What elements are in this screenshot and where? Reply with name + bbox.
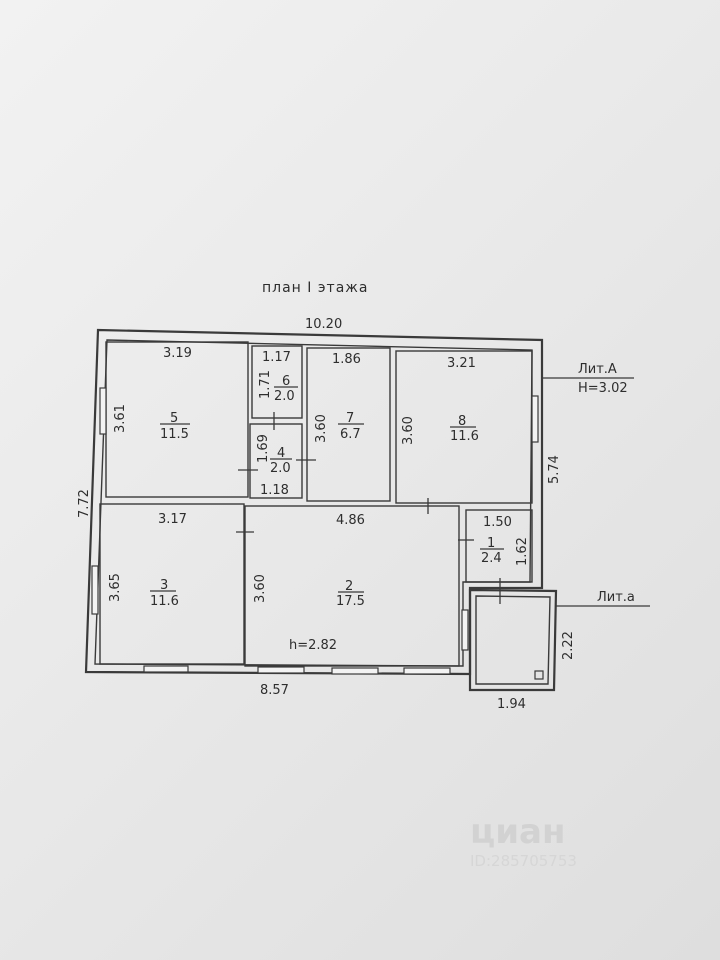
room-8-area: 11.6 xyxy=(450,429,479,444)
room-1-area: 2.4 xyxy=(481,551,502,566)
room-6-area: 2.0 xyxy=(274,389,295,404)
room-7-outline xyxy=(306,347,391,502)
room-5-number: 5 xyxy=(170,411,178,426)
annex-square-icon xyxy=(534,670,544,680)
room-walls xyxy=(99,341,533,667)
room-4-area: 2.0 xyxy=(270,461,291,476)
watermark: циан ID:285705753 xyxy=(470,812,577,870)
dim-annex-height: 2.22 xyxy=(561,631,576,660)
room-5-depth: 3.61 xyxy=(113,404,128,433)
room-1-number: 1 xyxy=(487,536,495,551)
window xyxy=(461,609,469,651)
windows xyxy=(91,387,539,675)
window xyxy=(99,387,107,435)
room-3-number: 3 xyxy=(160,578,168,593)
room-2-area: 17.5 xyxy=(336,594,365,609)
lit-a-callout: Лит.А H=3.02 xyxy=(542,362,634,396)
window xyxy=(403,667,451,675)
room-2-outline xyxy=(244,505,460,667)
room-8-number: 8 xyxy=(458,414,466,429)
lit-a-small-callout: Лит.а xyxy=(556,590,650,607)
room-4-number: 4 xyxy=(277,446,285,461)
room-3-depth: 3.65 xyxy=(108,573,123,602)
room-8-width: 3.21 xyxy=(447,356,476,371)
watermark-id: ID:285705753 xyxy=(470,852,577,870)
room-5-width: 3.19 xyxy=(163,346,192,361)
room-6-width: 1.17 xyxy=(262,350,291,365)
dim-right-upper: 5.74 xyxy=(547,455,562,484)
window xyxy=(331,667,379,675)
lit-a-label: Лит.А xyxy=(578,362,617,377)
plan-title: план I этажа xyxy=(262,280,368,296)
window xyxy=(143,665,189,673)
room-6-number: 6 xyxy=(282,374,290,389)
lit-a-height: H=3.02 xyxy=(578,381,628,396)
outer-walls xyxy=(84,328,544,676)
room-4-depth: 1.69 xyxy=(256,434,271,463)
room-2-number: 2 xyxy=(345,579,353,594)
watermark-brand: циан xyxy=(470,812,565,852)
window xyxy=(531,395,539,443)
room-1-width: 1.50 xyxy=(483,515,512,530)
dim-annex-width: 1.94 xyxy=(497,697,526,712)
room-3-area: 11.6 xyxy=(150,594,179,609)
window xyxy=(257,666,305,674)
dim-left-total: 7.72 xyxy=(77,489,92,518)
room-7-depth: 3.60 xyxy=(314,414,329,443)
room-4-outline xyxy=(249,423,303,499)
room-2-depth: 3.60 xyxy=(253,574,268,603)
room-7-number: 7 xyxy=(346,411,354,426)
room-1-depth: 1.62 xyxy=(515,537,530,566)
door-marks xyxy=(236,412,501,604)
room-2-width: 4.86 xyxy=(336,513,365,528)
room-4-width: 1.18 xyxy=(260,483,289,498)
room-7-area: 6.7 xyxy=(340,427,361,442)
room-7-width: 1.86 xyxy=(332,352,361,367)
room-5-area: 11.5 xyxy=(160,427,189,442)
room-3-width: 3.17 xyxy=(158,512,187,527)
dim-top-total: 10.20 xyxy=(305,317,342,332)
room-6-depth: 1.71 xyxy=(258,370,273,399)
dim-bottom-total: 8.57 xyxy=(260,683,289,698)
room-6-outline xyxy=(251,345,303,419)
ceiling-height: h=2.82 xyxy=(289,638,337,653)
lit-a-small-label: Лит.а xyxy=(597,590,635,605)
annex-lit-a-small xyxy=(468,588,558,692)
room-1-outline xyxy=(465,509,533,583)
room-3-outline xyxy=(99,503,245,665)
window xyxy=(91,565,99,615)
room-8-depth: 3.60 xyxy=(401,416,416,445)
